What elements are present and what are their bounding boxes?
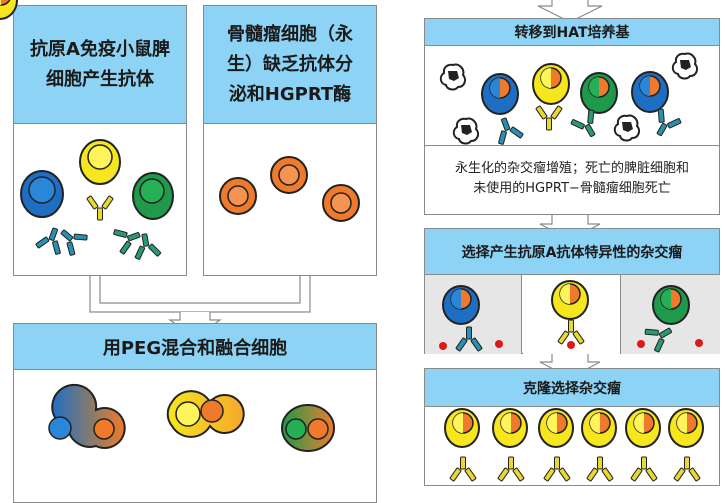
myeloma-cell [219, 177, 257, 215]
myeloma-cell [322, 184, 360, 222]
antigen-dot [695, 339, 703, 347]
antigen-dot [439, 342, 447, 350]
hat-description-line1: 永生化的杂交瘤增殖；死亡的脾脏细胞和 [454, 161, 689, 176]
dead-cell-icon [452, 117, 480, 145]
hat-divider [425, 145, 719, 146]
spleen-cell-yellow [79, 139, 121, 185]
hybridoma-green [580, 72, 618, 114]
step-myeloma-box: 骨髓瘤细胞（永 生）缺乏抗体分 泌和HGPRT酶 [203, 5, 377, 276]
hat-description-line2: 未使用的HGPRT−骨髓瘤细胞死亡 [473, 181, 671, 196]
antibody-yellow-icon [557, 319, 585, 345]
antibody-blue-icon [34, 223, 69, 257]
step-immunize-box: 抗原A免疫小鼠脾 细胞产生抗体 [13, 5, 187, 276]
step-fuse-title: 用PEG混合和融合细胞 [14, 324, 376, 370]
antibody-blue-icon [490, 113, 525, 147]
step-clone-title: 克隆选择杂交瘤 [425, 369, 719, 407]
hybridoma-blue-2 [631, 71, 669, 113]
select-hybridoma-blue [442, 285, 480, 325]
fused-cell-green-orange [281, 404, 335, 452]
dead-cell-icon [439, 63, 467, 91]
antibody-yellow-icon [86, 195, 114, 221]
myeloma-cell [270, 156, 308, 194]
clone-cell [668, 408, 704, 482]
step-myeloma-title: 骨髓瘤细胞（永 生）缺乏抗体分 泌和HGPRT酶 [204, 6, 376, 124]
clone-cell [581, 408, 617, 482]
spleen-cell-green [132, 172, 174, 220]
clone-cell [492, 408, 528, 482]
hybridoma-yellow [532, 63, 570, 105]
antigen-dot [495, 340, 503, 348]
step-select-title: 选择产生抗原A抗体特异性的杂交瘤 [425, 229, 719, 275]
antibody-blue-icon [455, 326, 483, 352]
antigen-dot [567, 341, 575, 349]
clone-cell [538, 408, 574, 482]
step-hat-title: 转移到HAT培养基 [425, 19, 719, 46]
antigen-dot [637, 340, 645, 348]
dead-cell-icon [613, 114, 641, 142]
fused-cell-yellow-orange [166, 390, 245, 438]
select-hybridoma-green [652, 285, 690, 325]
fused-cell-blue-orange [48, 383, 126, 449]
step-immunize-title: 抗原A免疫小鼠脾 细胞产生抗体 [14, 6, 186, 124]
clone-cell [625, 408, 661, 482]
cells-layer [0, 0, 704, 482]
dead-cell-icon [671, 52, 699, 80]
clone-cell [444, 408, 480, 482]
hybridoma-blue [481, 73, 519, 115]
spleen-cell-blue [20, 170, 64, 218]
antibody-yellow-icon [535, 105, 563, 131]
step-fuse-box: 用PEG混合和融合细胞 [13, 323, 377, 503]
step-hat-box: 转移到HAT培养基 永生化的杂交瘤增殖；死亡的脾脏细胞和 未使用的HGPRT−骨… [424, 18, 720, 215]
select-hybridoma-yellow [551, 280, 589, 320]
